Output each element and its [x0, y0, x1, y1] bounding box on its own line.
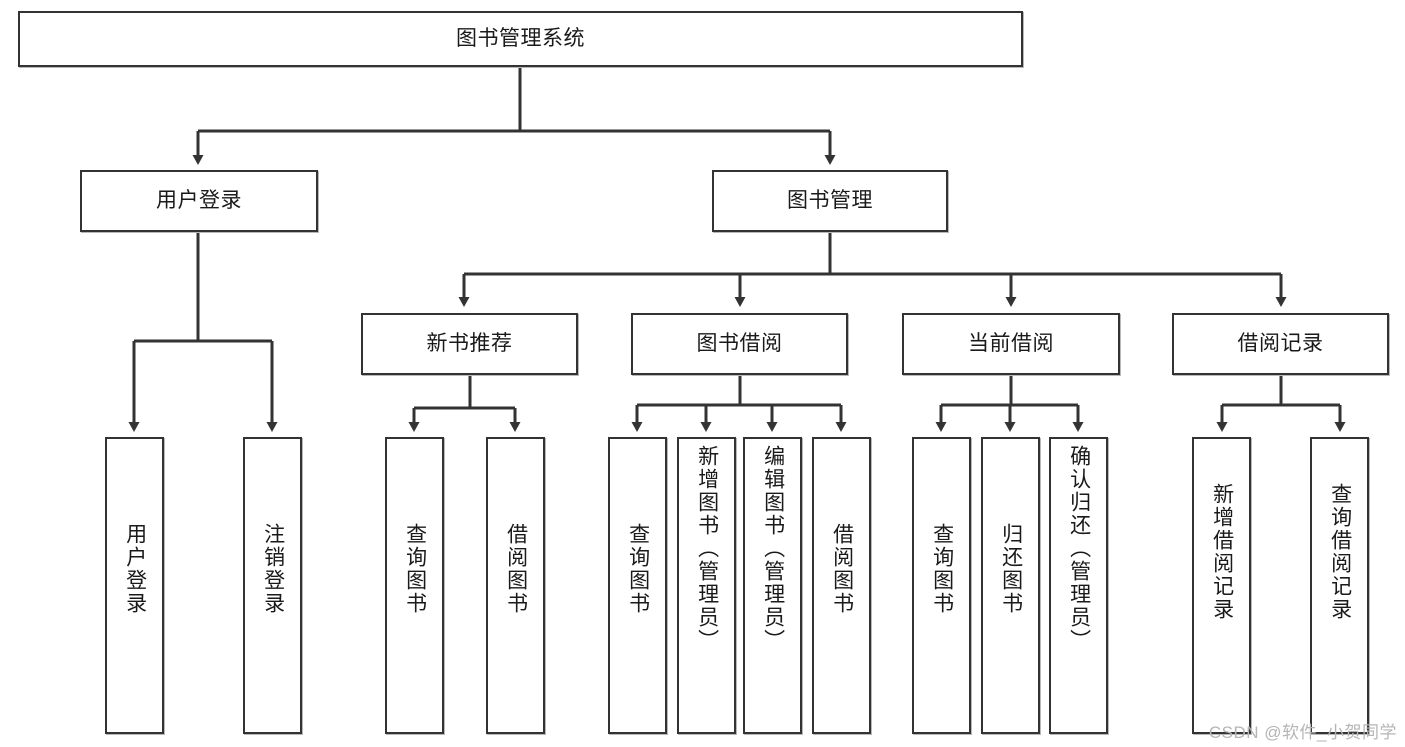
node-label: 查询图书: [403, 523, 427, 615]
node-book-management[interactable]: 图书管理: [712, 170, 948, 232]
node-label: 当前借阅: [968, 331, 1054, 355]
node-current-borrow[interactable]: 当前借阅: [902, 313, 1120, 375]
csdn-watermark: CSDN @软件_小贺同学: [1208, 723, 1397, 742]
leaf-logout[interactable]: 注销登录: [243, 437, 302, 734]
leaf-confirm-return-admin[interactable]: 确认归还（管理员）: [1049, 437, 1108, 734]
leaf-query-book-current[interactable]: 查询图书: [912, 437, 971, 734]
node-label: 查询图书: [930, 523, 954, 615]
leaf-add-book-admin[interactable]: 新增图书（管理员）: [677, 437, 736, 734]
node-label: 用户登录: [156, 188, 242, 212]
node-label: 归还图书: [999, 523, 1023, 615]
node-label: 新书推荐: [426, 331, 513, 355]
node-label: 借阅图书: [830, 523, 854, 615]
node-book-borrow[interactable]: 图书借阅: [631, 313, 848, 375]
leaf-borrow-book[interactable]: 借阅图书: [812, 437, 871, 734]
leaf-query-book-new[interactable]: 查询图书: [385, 437, 444, 734]
node-borrow-records[interactable]: 借阅记录: [1172, 313, 1389, 375]
leaf-return-book[interactable]: 归还图书: [981, 437, 1040, 734]
leaf-query-book-borrow[interactable]: 查询图书: [608, 437, 667, 734]
leaf-edit-book-admin[interactable]: 编辑图书（管理员）: [743, 437, 802, 734]
node-new-book-recommend[interactable]: 新书推荐: [361, 313, 578, 375]
node-label: 图书管理系统: [456, 26, 585, 50]
node-label: 查询借阅记录: [1328, 483, 1352, 621]
node-label: 借阅记录: [1237, 331, 1324, 355]
node-label: 图书借阅: [696, 331, 783, 355]
node-label: 借阅图书: [504, 523, 528, 615]
node-label: 查询图书: [626, 523, 650, 615]
node-user-login[interactable]: 用户登录: [80, 170, 318, 232]
node-label: 新增图书（管理员）: [695, 445, 719, 652]
node-root[interactable]: 图书管理系统: [18, 11, 1023, 67]
leaf-query-borrow-record[interactable]: 查询借阅记录: [1310, 437, 1369, 734]
leaf-add-borrow-record[interactable]: 新增借阅记录: [1192, 437, 1251, 734]
leaf-user-login[interactable]: 用户登录: [105, 437, 164, 734]
node-label: 注销登录: [261, 523, 285, 615]
node-label: 编辑图书（管理员）: [761, 445, 785, 652]
node-label: 确认归还（管理员）: [1067, 445, 1091, 652]
node-label: 图书管理: [787, 188, 873, 212]
node-label: 用户登录: [123, 523, 147, 615]
node-label: 新增借阅记录: [1210, 483, 1234, 621]
leaf-borrow-book-new[interactable]: 借阅图书: [486, 437, 545, 734]
